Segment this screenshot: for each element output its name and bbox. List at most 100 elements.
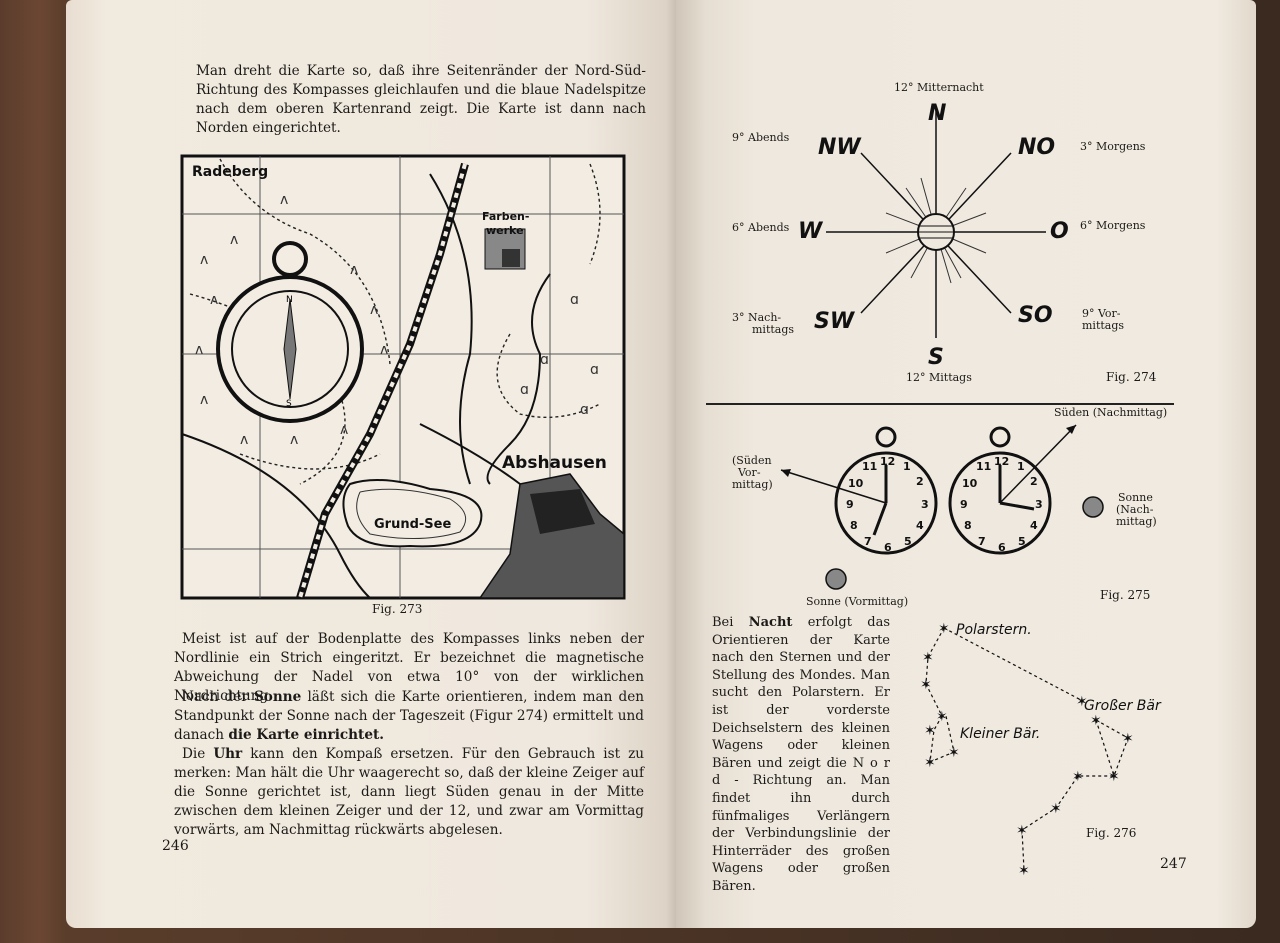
svg-text:ɑ: ɑ bbox=[580, 402, 589, 418]
svg-text:ɑ: ɑ bbox=[590, 362, 599, 378]
label-9-vormittags-2: mittags bbox=[1082, 319, 1125, 332]
svg-text:ʌ: ʌ bbox=[290, 432, 298, 448]
label-3-morgens: 3° Morgens bbox=[1080, 140, 1146, 153]
label-kleiner-baer: Kleiner Bär. bbox=[960, 726, 1040, 742]
svg-text:9: 9 bbox=[846, 498, 854, 511]
svg-text:✶: ✶ bbox=[1072, 769, 1084, 785]
label-sonne-vormittag: Sonne (Vormittag) bbox=[806, 595, 909, 608]
svg-text:10: 10 bbox=[962, 477, 978, 490]
map-label-farben: Farben- bbox=[482, 210, 529, 223]
label-mitternacht: 12° Mitternacht bbox=[894, 81, 984, 94]
label-sueden-vor-2: Vor- bbox=[738, 466, 761, 479]
svg-text:N: N bbox=[286, 295, 293, 305]
svg-text:ʌ: ʌ bbox=[230, 232, 238, 248]
map-label-radeberg: Radeberg bbox=[192, 164, 268, 180]
svg-text:12: 12 bbox=[994, 455, 1009, 468]
svg-text:✶: ✶ bbox=[1050, 801, 1062, 817]
label-9-abends: 9° Abends bbox=[732, 131, 790, 144]
svg-text:✶: ✶ bbox=[1018, 863, 1030, 879]
svg-text:ʌ: ʌ bbox=[370, 302, 378, 318]
svg-text:2: 2 bbox=[916, 475, 924, 488]
svg-text:11: 11 bbox=[862, 460, 877, 473]
fig-274-caption: Fig. 274 bbox=[1106, 370, 1157, 384]
label-polarstern: Polarstern. bbox=[956, 622, 1032, 638]
right-page: N NO O SO S SW W NW 12° Mitternacht 12° … bbox=[676, 0, 1256, 928]
svg-text:6: 6 bbox=[884, 541, 892, 554]
dir-nw: NW bbox=[818, 135, 862, 160]
svg-text:ʌ: ʌ bbox=[340, 422, 348, 438]
dir-s: S bbox=[928, 345, 944, 370]
svg-text:5: 5 bbox=[1018, 535, 1026, 548]
svg-text:ɑ: ɑ bbox=[520, 382, 529, 398]
svg-text:ɑ: ɑ bbox=[540, 352, 549, 368]
svg-text:3: 3 bbox=[1035, 498, 1043, 511]
fig-275-caption: Fig. 275 bbox=[1100, 588, 1151, 602]
label-6-morgens: 6° Morgens bbox=[1080, 219, 1146, 232]
sun-paragraph: Nach der Sonne läßt sich die Karte orien… bbox=[174, 689, 644, 743]
svg-text:4: 4 bbox=[1030, 519, 1038, 532]
compass-icon: N S bbox=[216, 241, 364, 423]
sun-afternoon-icon bbox=[1082, 496, 1104, 518]
fig-276-caption: Fig. 276 bbox=[1086, 826, 1137, 840]
svg-text:ʌ: ʌ bbox=[350, 262, 358, 278]
map-label-werke: werke bbox=[486, 224, 524, 237]
dir-o: O bbox=[1050, 219, 1069, 244]
svg-text:10: 10 bbox=[848, 477, 864, 490]
svg-text:9: 9 bbox=[960, 498, 968, 511]
svg-text:ʌ: ʌ bbox=[380, 342, 388, 358]
svg-text:ʌ: ʌ bbox=[200, 392, 208, 408]
svg-text:✶: ✶ bbox=[1122, 731, 1134, 747]
svg-text:5: 5 bbox=[904, 535, 912, 548]
label-3-nachmittags-2: mittags bbox=[752, 323, 795, 336]
page-number-right: 247 bbox=[1160, 856, 1187, 872]
svg-text:✶: ✶ bbox=[938, 621, 950, 637]
svg-text:ʌ: ʌ bbox=[280, 192, 288, 208]
svg-text:8: 8 bbox=[850, 519, 858, 532]
fig-276-stars: ✶✶✶ ✶✶✶✶ ✶✶✶✶✶✶✶✶ Polarstern. Großer Bär… bbox=[920, 621, 1162, 879]
dir-n: N bbox=[928, 101, 946, 126]
divider bbox=[706, 403, 1174, 405]
label-grosser-baer: Großer Bär bbox=[1084, 698, 1162, 714]
svg-text:✶: ✶ bbox=[922, 650, 934, 666]
label-3-nachmittags-1: 3° Nach- bbox=[732, 311, 782, 324]
fig-273-map: Radeberg Farben- werke Abshausen Grund-S… bbox=[180, 154, 626, 600]
svg-text:1: 1 bbox=[903, 460, 911, 473]
fig-274-compass-rose: N NO O SO S SW W NW bbox=[798, 101, 1069, 370]
svg-text:12: 12 bbox=[880, 455, 895, 468]
compass-paragraph: Meist ist auf der Bodenplatte des Kompas… bbox=[174, 631, 644, 704]
svg-text:✶: ✶ bbox=[936, 709, 948, 725]
label-9-vormittags-1: 9° Vor- bbox=[1082, 307, 1121, 320]
svg-text:✶: ✶ bbox=[920, 677, 932, 693]
intro-paragraph: Man dreht die Karte so, daß ihre Seitenr… bbox=[196, 63, 646, 136]
sun-morning-icon bbox=[825, 568, 847, 590]
label-sonne-nach-2: (Nach- bbox=[1116, 503, 1154, 516]
dir-no: NO bbox=[1018, 135, 1055, 160]
label-sueden-nachmittag: Süden (Nachmittag) bbox=[1054, 406, 1168, 419]
svg-text:ʌ: ʌ bbox=[195, 342, 203, 358]
svg-text:11: 11 bbox=[976, 460, 991, 473]
label-mittags: 12° Mittags bbox=[906, 371, 972, 384]
svg-text:7: 7 bbox=[864, 535, 872, 548]
svg-text:✶: ✶ bbox=[924, 723, 936, 739]
svg-text:ɑ: ɑ bbox=[570, 292, 579, 308]
svg-text:✶: ✶ bbox=[924, 755, 936, 771]
svg-text:7: 7 bbox=[978, 535, 986, 548]
svg-text:✶: ✶ bbox=[1090, 713, 1102, 729]
svg-text:✶: ✶ bbox=[1108, 769, 1120, 785]
night-paragraph: Bei Nacht erfolgt das Orientieren der Ka… bbox=[712, 615, 890, 894]
svg-text:✶: ✶ bbox=[948, 745, 960, 761]
label-sonne-nach-1: Sonne bbox=[1118, 491, 1153, 504]
left-page: Man dreht die Karte so, daß ihre Seitenr… bbox=[66, 0, 676, 928]
svg-text:ʌ: ʌ bbox=[240, 432, 248, 448]
svg-text:ʌ: ʌ bbox=[200, 252, 208, 268]
dir-w: W bbox=[798, 219, 824, 244]
map-label-abshausen: Abshausen bbox=[502, 453, 607, 473]
dir-sw: SW bbox=[814, 309, 856, 334]
svg-text:S: S bbox=[286, 399, 292, 409]
label-sonne-nach-3: mittag) bbox=[1116, 515, 1157, 528]
label-sueden-vor-3: mittag) bbox=[732, 478, 773, 491]
svg-text:1: 1 bbox=[1017, 460, 1025, 473]
svg-text:ʌ: ʌ bbox=[210, 292, 218, 308]
